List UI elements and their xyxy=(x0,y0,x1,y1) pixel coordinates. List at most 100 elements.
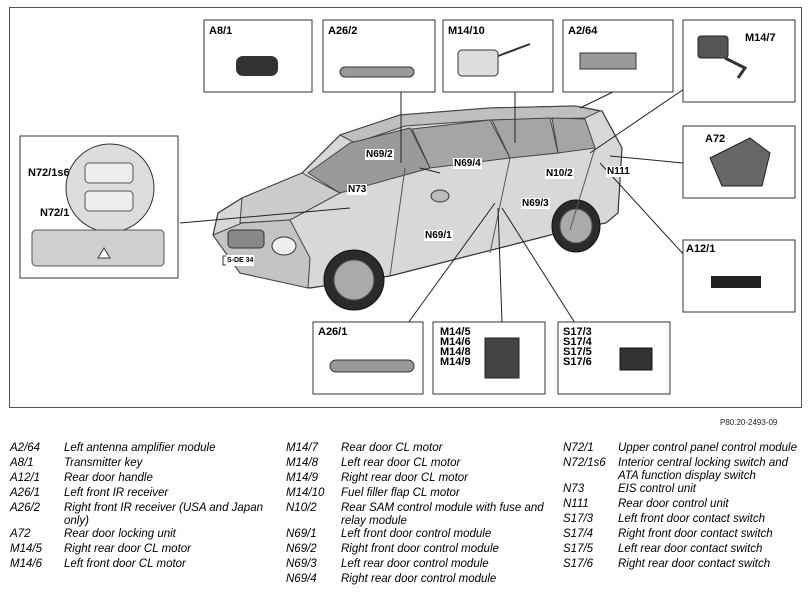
legend-description: Right front IR receiver (USA and Japan o… xyxy=(64,502,263,527)
label-n72-1: N72/1 xyxy=(40,207,70,219)
legend-description: Left rear door control module xyxy=(341,558,489,570)
legend-description: Right rear door CL motor xyxy=(341,472,468,484)
legend-code: N69/2 xyxy=(286,543,317,555)
legend-description: Right rear door control module xyxy=(341,573,497,585)
callout-n111: N111 xyxy=(606,166,631,177)
legend-description: Upper control panel control module xyxy=(618,442,797,454)
callout-n10-2: N10/2 xyxy=(545,168,574,179)
legend-description: Right front door contact switch xyxy=(618,528,773,540)
legend-item: N69/2 Right front door control module xyxy=(286,543,548,558)
legend-code: N10/2 xyxy=(286,502,317,514)
legend-code: M14/8 xyxy=(286,457,318,469)
legend-code: S17/3 xyxy=(563,513,594,525)
legend-item: N111 Rear door control unit xyxy=(563,498,803,513)
label-m14-group: M14/5 M14/6 M14/8 M14/9 xyxy=(440,326,471,368)
legend-description: Rear door handle xyxy=(64,472,153,484)
legend-code: M14/7 xyxy=(286,442,318,454)
legend-item: A12/1 Rear door handle xyxy=(10,472,275,487)
legend-code: M14/9 xyxy=(286,472,318,484)
legend-description: Rear SAM control module with fuse and re… xyxy=(341,502,544,527)
license-plate: S-DE 34 xyxy=(226,255,255,266)
legend-description: Rear door locking unit xyxy=(64,528,176,540)
component-sketches xyxy=(31,35,771,379)
legend-description: Left rear door CL motor xyxy=(341,457,461,469)
legend-code: A72 xyxy=(10,528,31,540)
legend-code: A12/1 xyxy=(10,472,41,484)
callout-n69-4: N69/4 xyxy=(453,158,482,169)
legend-description: Left front door CL motor xyxy=(64,558,186,570)
legend-item: N72/1 Upper control panel control module xyxy=(563,442,803,457)
legend-code: N69/1 xyxy=(286,528,317,540)
legend-code: N73 xyxy=(563,483,585,495)
legend-description: Left front door control module xyxy=(341,528,492,540)
legend-description: Rear door CL motor xyxy=(341,442,443,454)
label-a26-1: A26/1 xyxy=(318,326,348,338)
legend-description: Right front door control module xyxy=(341,543,499,555)
legend-description: Transmitter key xyxy=(64,457,143,469)
legend-item: N69/4 Right rear door control module xyxy=(286,573,548,588)
legend-item: A2/64 Left antenna amplifier module xyxy=(10,442,275,457)
legend-item: N10/2 Rear SAM control module with fuse a… xyxy=(286,502,548,528)
callout-lines xyxy=(179,67,716,324)
figure-reference: P80.20-2493-09 xyxy=(720,418,778,427)
legend-code: S17/4 xyxy=(563,528,594,540)
label-a26-2: A26/2 xyxy=(328,25,358,37)
legend-item: S17/4 Right front door contact switch xyxy=(563,528,803,543)
legend-code: N69/3 xyxy=(286,558,317,570)
label-a8-1: A8/1 xyxy=(209,25,233,37)
callout-n69-1: N69/1 xyxy=(424,230,453,241)
legend-item: N73 EIS control unit xyxy=(563,483,803,498)
label-m14-10: M14/10 xyxy=(448,25,485,37)
legend-code: N72/1s6 xyxy=(563,457,606,469)
legend-code: A2/64 xyxy=(10,442,41,454)
callout-n69-2: N69/2 xyxy=(365,149,394,160)
legend-item: A26/1 Left front IR receiver xyxy=(10,487,275,502)
legend-description: Interior central locking switch and ATA … xyxy=(618,457,789,482)
label-s17-group: S17/3 S17/4 S17/5 S17/6 xyxy=(563,326,592,368)
legend-item: M14/7 Rear door CL motor xyxy=(286,442,548,457)
legend-item: N72/1s6 Interior central locking switch a… xyxy=(563,457,803,483)
legend-item: M14/9 Right rear door CL motor xyxy=(286,472,548,487)
legend-item: A26/2 Right front IR receiver (USA and Ja… xyxy=(10,502,275,528)
legend-description: EIS control unit xyxy=(618,483,696,495)
label-a72: A72 xyxy=(705,133,726,145)
legend-item: A72 Rear door locking unit xyxy=(10,528,275,543)
legend-item: M14/8 Left rear door CL motor xyxy=(286,457,548,472)
legend-description: Rear door control unit xyxy=(618,498,729,510)
label-a2-64: A2/64 xyxy=(568,25,598,37)
callout-n69-3: N69/3 xyxy=(521,198,550,209)
legend-code: M14/6 xyxy=(10,558,42,570)
legend-description: Left antenna amplifier module xyxy=(64,442,216,454)
label-a12-1: A12/1 xyxy=(686,243,716,255)
legend-code: N72/1 xyxy=(563,442,594,454)
legend-description: Left front door contact switch xyxy=(618,513,766,525)
diagram-figure: A8/1 A26/2 M14/10 A2/64 M14/7 A72 A12/1 … xyxy=(9,7,802,408)
legend-description: Left front IR receiver xyxy=(64,487,169,499)
car-illustration xyxy=(212,105,623,311)
legend-item: N69/1 Left front door control module xyxy=(286,528,548,543)
legend-code: N111 xyxy=(563,498,589,510)
legend-code: M14/10 xyxy=(286,487,325,499)
legend-code: A26/1 xyxy=(10,487,41,499)
legend-code: S17/5 xyxy=(563,543,594,555)
label-n72-1s6: N72/1s6 xyxy=(28,167,70,179)
legend-code: S17/6 xyxy=(563,558,594,570)
legend-item: M14/6 Left front door CL motor xyxy=(10,558,275,573)
legend-description: Fuel filler flap CL motor xyxy=(341,487,460,499)
legend-item: S17/6 Right rear door contact switch xyxy=(563,558,803,573)
legend-code: A26/2 xyxy=(10,502,41,514)
callout-n73: N73 xyxy=(347,184,368,195)
legend-item: N69/3 Left rear door control module xyxy=(286,558,548,573)
legend-item: S17/3 Left front door contact switch xyxy=(563,513,803,528)
legend-description: Right rear door CL motor xyxy=(64,543,191,555)
legend-description: Right rear door contact switch xyxy=(618,558,771,570)
legend-code: N69/4 xyxy=(286,573,317,585)
label-m14-7: M14/7 xyxy=(745,32,776,44)
diagram-artwork xyxy=(19,19,796,395)
